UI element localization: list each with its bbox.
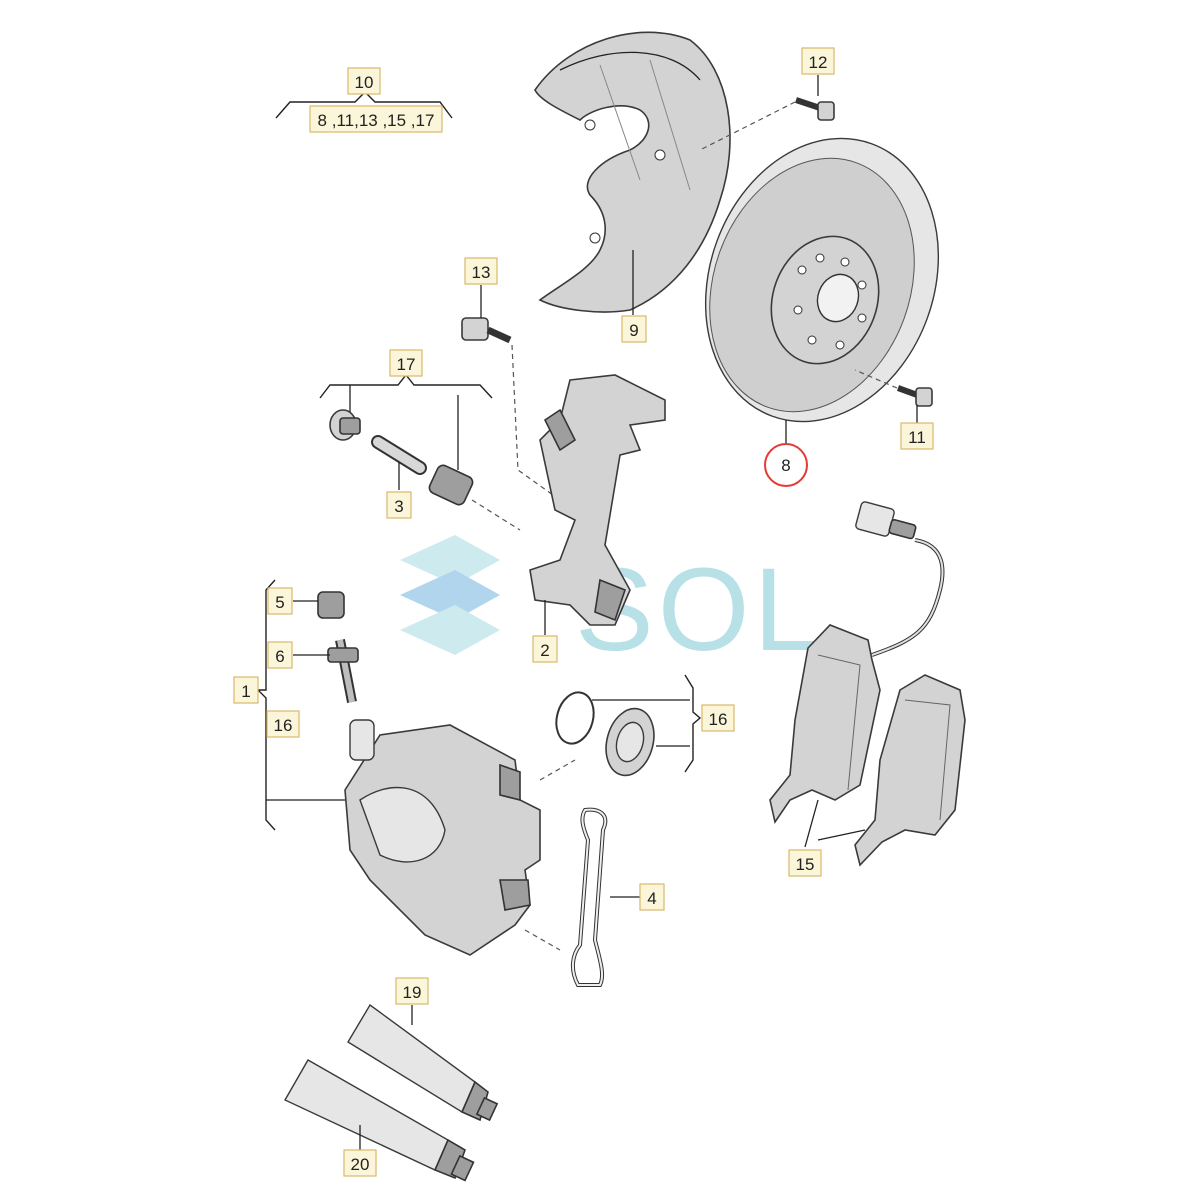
caliper-seal <box>555 691 595 745</box>
disc-screw <box>896 385 933 407</box>
callout-6-text: 6 <box>275 647 284 666</box>
wear-sensor <box>855 501 945 657</box>
callout-4: 4 <box>639 883 665 911</box>
brake-pad-inner <box>769 624 881 824</box>
callout-9-text: 9 <box>629 321 638 340</box>
callout-6: 6 <box>267 641 293 669</box>
callout-10-text: 10 <box>355 73 374 92</box>
callout-9: 9 <box>621 315 647 343</box>
callout-8-highlighted: 8 <box>764 443 808 487</box>
guide-bolt <box>329 409 361 441</box>
callout-3: 3 <box>386 491 412 519</box>
callout-10: 10 <box>347 67 381 95</box>
guide-sleeve <box>428 464 474 506</box>
callout-17: 17 <box>389 349 423 377</box>
brake-disc <box>704 137 940 423</box>
callout-16-right-text: 16 <box>709 710 728 729</box>
guide-pin <box>371 435 427 475</box>
callout-16-right: 16 <box>701 704 735 732</box>
shield-screw <box>795 97 835 121</box>
callout-15: 15 <box>788 849 822 877</box>
retaining-spring <box>571 807 608 987</box>
callout-5: 5 <box>267 587 293 615</box>
callout-5-text: 5 <box>275 593 284 612</box>
callout-11: 11 <box>900 422 934 450</box>
screw-11-guide-line <box>854 369 898 389</box>
callout-15-text: 15 <box>796 855 815 874</box>
bleed-nipple <box>349 719 375 761</box>
callout-12-text: 12 <box>809 53 828 72</box>
callout-20: 20 <box>343 1149 377 1177</box>
watermark-logo-icon <box>400 535 500 655</box>
caliper-piston <box>605 707 655 777</box>
callout-12: 12 <box>801 47 835 75</box>
sleeve-guide-line <box>471 499 521 531</box>
callout-1-text: 1 <box>241 682 250 701</box>
highlight-circle <box>764 443 808 487</box>
callout-10-refs: 8 ,11,13 ,15 ,17 <box>309 105 443 133</box>
callout-19: 19 <box>395 977 429 1005</box>
callout-13: 13 <box>464 257 498 285</box>
callout-17-text: 17 <box>397 355 416 374</box>
callout-16-left-text: 16 <box>274 716 293 735</box>
callout-16-left: 16 <box>266 710 300 738</box>
splash-shield <box>534 31 731 313</box>
spring-guide-line <box>524 929 561 951</box>
bleed-screw <box>327 639 359 703</box>
brake-caliper <box>344 719 541 956</box>
callout-2-text: 2 <box>540 641 549 660</box>
callout-13-text: 13 <box>472 263 491 282</box>
callout-1: 1 <box>233 676 259 704</box>
grease-tube-small <box>347 1003 499 1122</box>
callout-19-text: 19 <box>403 983 422 1002</box>
callout-11-text: 11 <box>908 428 926 447</box>
grease-tube-large <box>284 1059 475 1182</box>
callout-10-refs-text: 8 ,11,13 ,15 ,17 <box>318 111 435 130</box>
carrier-bolt <box>461 317 512 344</box>
callout-4-text: 4 <box>647 889 656 908</box>
caliper-guide-line <box>539 759 576 781</box>
caliper-carrier <box>529 374 666 626</box>
bleed-cap <box>317 591 345 619</box>
callout-2: 2 <box>532 635 558 663</box>
brake-pad-outer <box>854 674 966 867</box>
callout-8-text: 8 <box>781 456 790 475</box>
callout-20-text: 20 <box>351 1155 370 1174</box>
callout-3-text: 3 <box>394 497 403 516</box>
